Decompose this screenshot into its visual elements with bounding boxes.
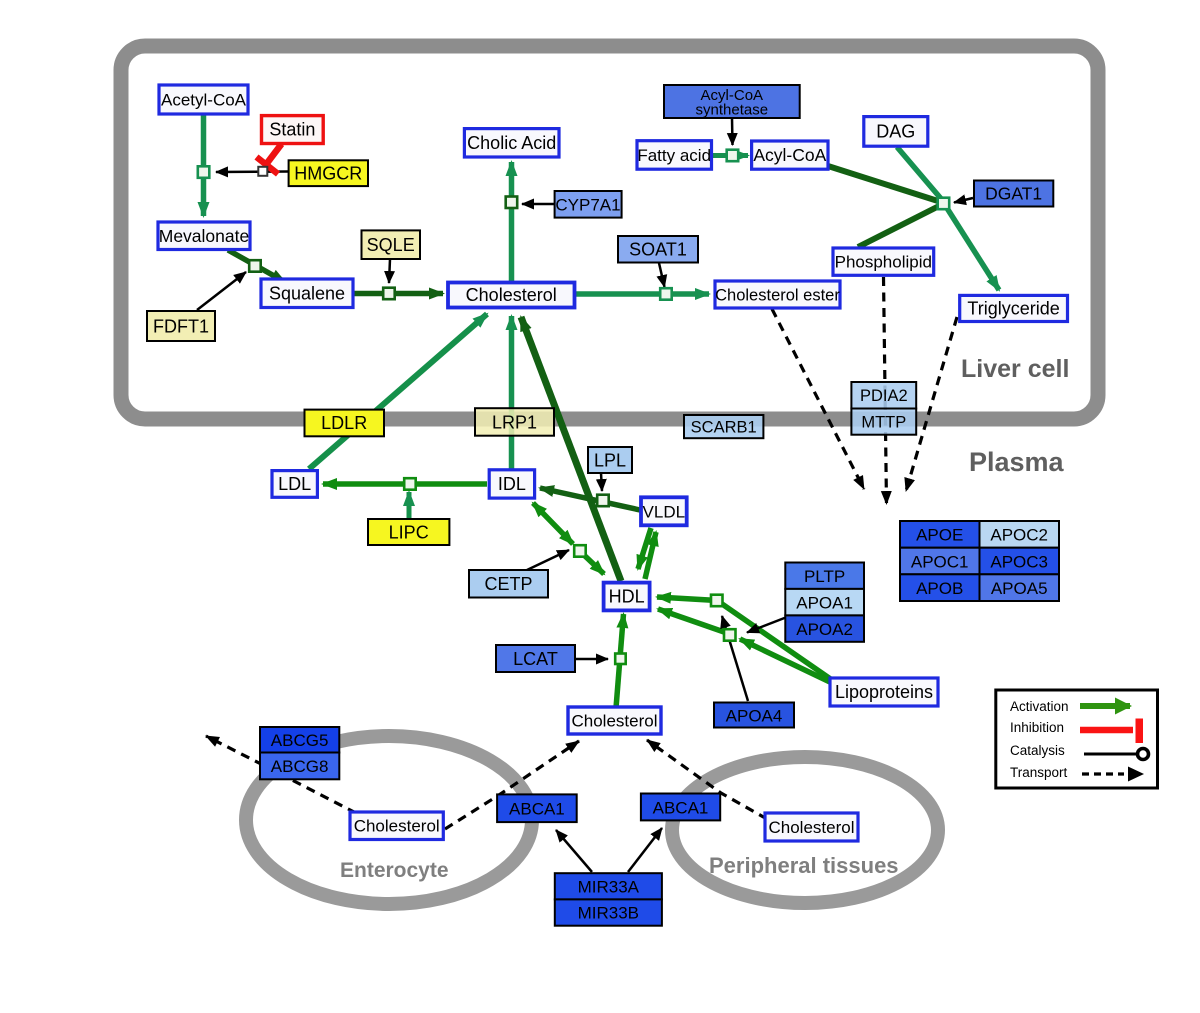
svg-text:APOC2: APOC2 xyxy=(990,526,1048,545)
svg-text:Inhibition: Inhibition xyxy=(1010,720,1064,735)
svg-text:DAG: DAG xyxy=(876,122,915,142)
svg-text:Cholesterol: Cholesterol xyxy=(572,712,658,731)
svg-text:MIR33A: MIR33A xyxy=(578,878,640,897)
svg-text:synthetase: synthetase xyxy=(696,102,769,119)
svg-text:DGAT1: DGAT1 xyxy=(985,184,1042,204)
svg-text:APOA1: APOA1 xyxy=(796,594,853,613)
svg-text:LCAT: LCAT xyxy=(513,649,558,669)
svg-text:Catalysis: Catalysis xyxy=(1010,743,1065,758)
svg-text:IDL: IDL xyxy=(498,474,526,494)
svg-text:APOC1: APOC1 xyxy=(911,553,969,572)
svg-text:MIR33B: MIR33B xyxy=(578,904,639,923)
svg-text:VLDL: VLDL xyxy=(643,503,686,522)
svg-text:ABCA1: ABCA1 xyxy=(653,799,709,818)
svg-text:Enterocyte: Enterocyte xyxy=(340,859,449,882)
svg-text:APOB: APOB xyxy=(916,579,963,598)
svg-text:HDL: HDL xyxy=(609,587,645,607)
svg-text:APOC3: APOC3 xyxy=(990,553,1048,572)
svg-text:PDIA2: PDIA2 xyxy=(860,387,908,405)
svg-text:Acyl-CoA: Acyl-CoA xyxy=(701,87,764,104)
svg-text:PLTP: PLTP xyxy=(804,567,845,586)
svg-text:Cholesterol: Cholesterol xyxy=(769,818,855,837)
svg-text:ABCG8: ABCG8 xyxy=(271,757,329,776)
svg-text:Fatty acid: Fatty acid xyxy=(637,146,711,165)
svg-text:Triglyceride: Triglyceride xyxy=(967,299,1059,319)
svg-text:APOA4: APOA4 xyxy=(726,707,783,726)
svg-text:APOA5: APOA5 xyxy=(991,579,1048,598)
svg-text:SQLE: SQLE xyxy=(367,235,415,255)
svg-text:Activation: Activation xyxy=(1010,699,1069,714)
svg-text:Statin: Statin xyxy=(269,120,315,140)
svg-text:LPL: LPL xyxy=(594,451,626,471)
svg-text:LIPC: LIPC xyxy=(389,523,429,543)
svg-text:ABCA1: ABCA1 xyxy=(509,800,565,819)
svg-text:Cholesterol: Cholesterol xyxy=(466,285,557,305)
svg-text:Transport: Transport xyxy=(1010,765,1068,780)
svg-text:LDL: LDL xyxy=(278,474,311,494)
svg-text:APOE: APOE xyxy=(916,526,963,545)
svg-text:Acetyl-CoA: Acetyl-CoA xyxy=(161,91,247,110)
svg-text:Squalene: Squalene xyxy=(269,284,345,304)
svg-text:LRP1: LRP1 xyxy=(492,413,537,433)
svg-text:APOA2: APOA2 xyxy=(796,620,853,639)
svg-text:CETP: CETP xyxy=(484,574,532,594)
svg-text:Lipoproteins: Lipoproteins xyxy=(835,682,933,702)
svg-text:SOAT1: SOAT1 xyxy=(629,240,687,260)
svg-text:HMGCR: HMGCR xyxy=(294,164,362,184)
svg-text:FDFT1: FDFT1 xyxy=(153,317,209,337)
svg-text:Cholic Acid: Cholic Acid xyxy=(467,133,556,153)
svg-text:MTTP: MTTP xyxy=(861,414,906,432)
svg-text:Cholesterol ester: Cholesterol ester xyxy=(715,287,840,305)
svg-text:Plasma: Plasma xyxy=(969,447,1065,477)
svg-text:Phospholipid: Phospholipid xyxy=(835,253,932,272)
svg-text:Cholesterol: Cholesterol xyxy=(354,817,440,836)
svg-text:Acyl-CoA: Acyl-CoA xyxy=(753,145,826,165)
svg-text:Peripheral tissues: Peripheral tissues xyxy=(709,853,899,878)
svg-text:CYP7A1: CYP7A1 xyxy=(555,196,620,215)
svg-text:ABCG5: ABCG5 xyxy=(271,731,329,750)
svg-text:Liver cell: Liver cell xyxy=(961,355,1069,383)
svg-text:SCARB1: SCARB1 xyxy=(691,419,757,437)
svg-text:Mevalonate: Mevalonate xyxy=(159,226,249,246)
svg-text:LDLR: LDLR xyxy=(321,413,367,433)
